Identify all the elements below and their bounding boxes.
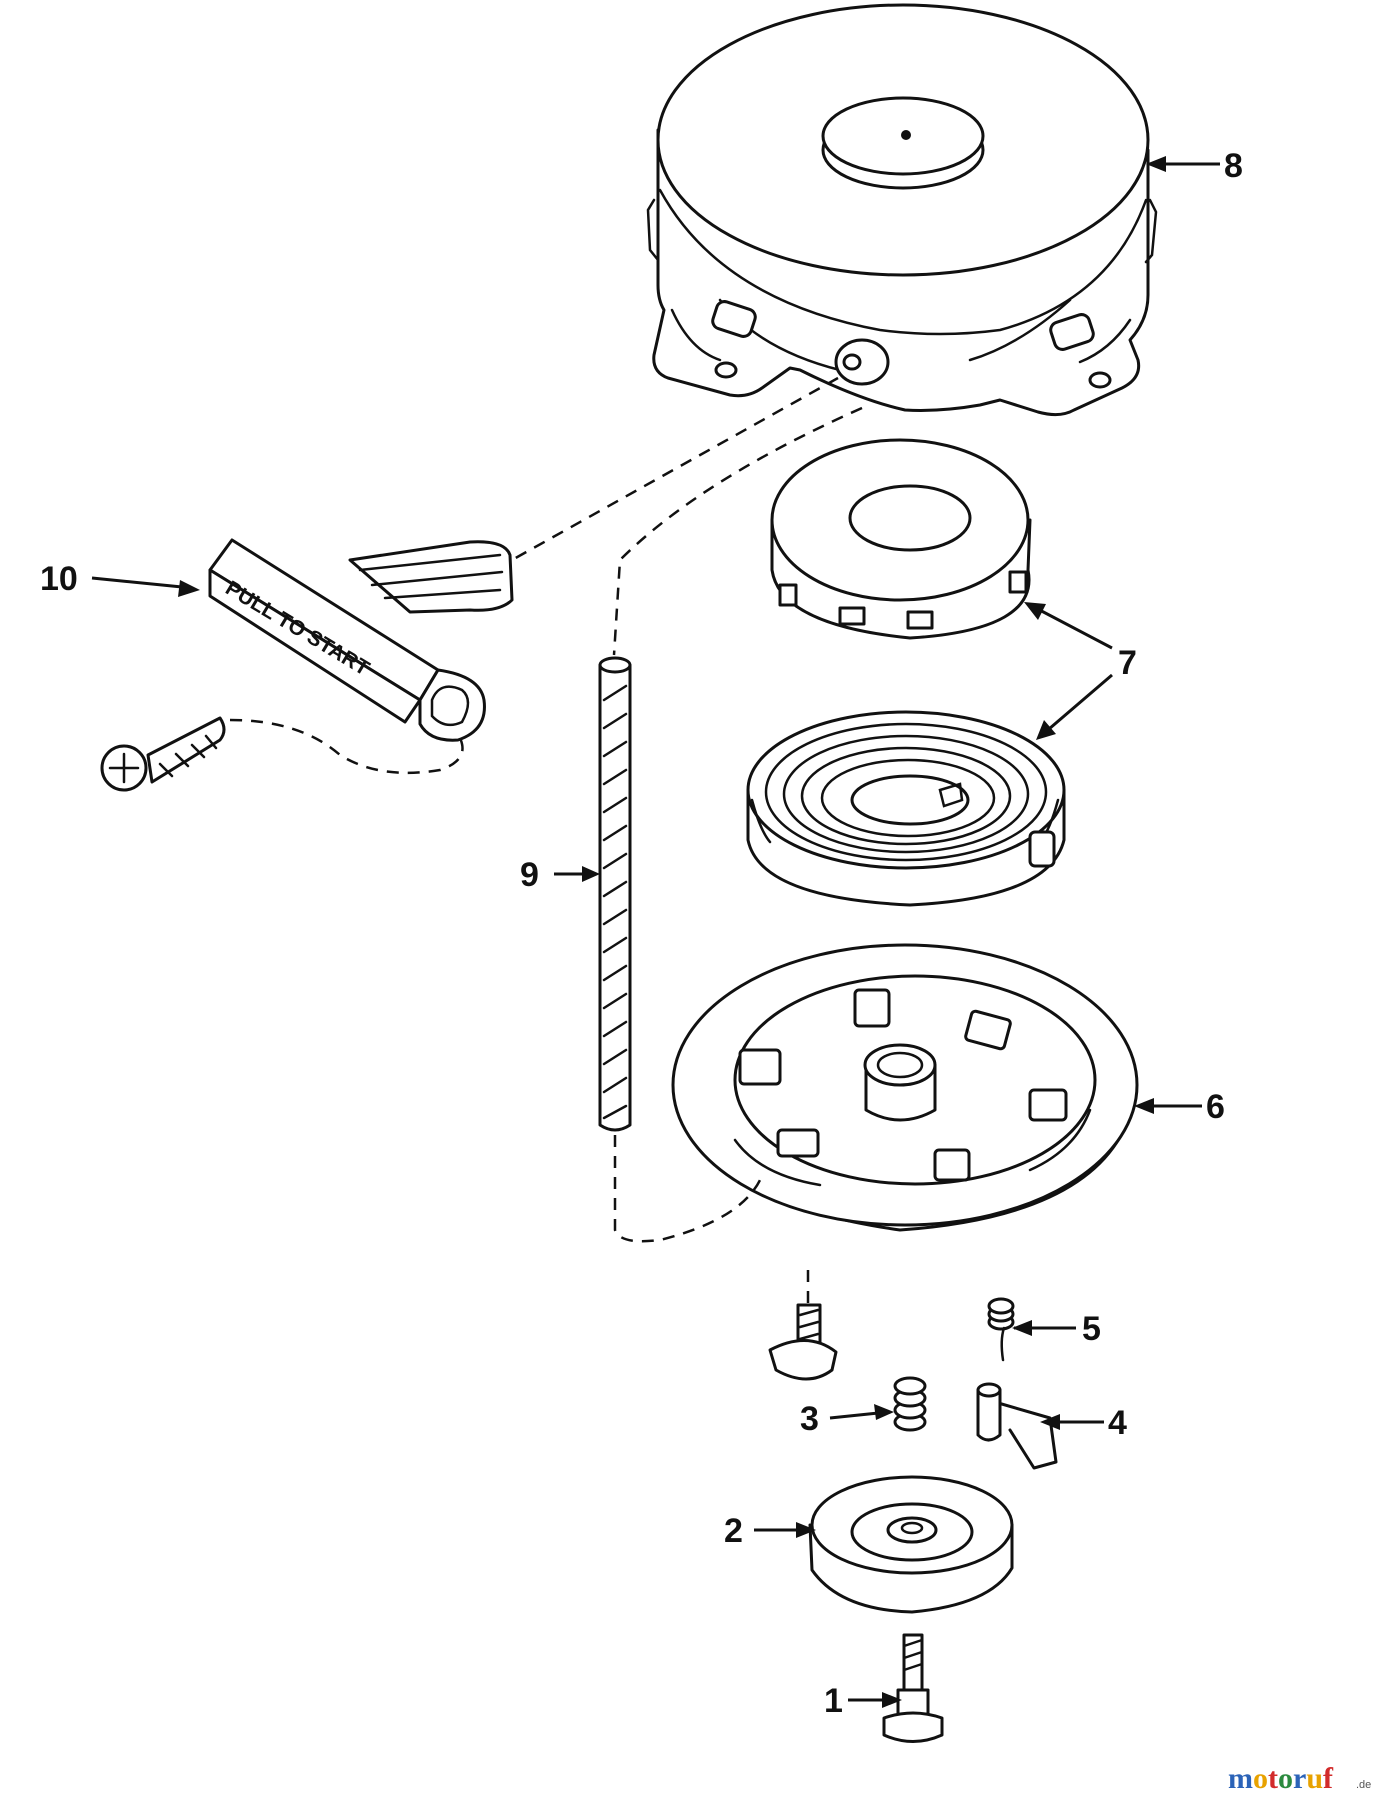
svg-text:motoruf: motoruf xyxy=(1228,1762,1334,1795)
housing-part-8 xyxy=(646,3,1158,417)
rope-part-9 xyxy=(598,656,632,1132)
pulley-part-6 xyxy=(671,943,1139,1232)
recoil-spring-part-7 xyxy=(770,438,1032,640)
assembly-line-rope-to-pulley xyxy=(613,1135,762,1243)
watermark-logo: motoruf .de xyxy=(1228,1762,1371,1795)
callout-4: 4 xyxy=(1040,1404,1127,1442)
callout-10: 10 xyxy=(40,560,200,598)
callout-3: 3 xyxy=(800,1400,894,1438)
callout-8: 8 xyxy=(1146,147,1243,185)
spring-coil-part-7 xyxy=(746,710,1066,907)
svg-text:.de: .de xyxy=(1356,1779,1371,1791)
svg-text:3: 3 xyxy=(800,1400,819,1438)
assembly-line-housing-to-rope xyxy=(612,406,863,656)
svg-text:10: 10 xyxy=(40,560,78,598)
spring-part-3 xyxy=(893,1376,927,1432)
svg-text:6: 6 xyxy=(1206,1088,1225,1126)
callout-2: 2 xyxy=(724,1512,816,1550)
callout-9: 9 xyxy=(520,856,600,894)
callout-1: 1 xyxy=(824,1682,902,1720)
svg-text:4: 4 xyxy=(1108,1404,1127,1442)
cup-part-2 xyxy=(808,1475,1014,1614)
assembly-line-handle-to-screw xyxy=(229,718,464,775)
svg-text:9: 9 xyxy=(520,856,539,894)
svg-text:1: 1 xyxy=(824,1682,843,1720)
svg-text:5: 5 xyxy=(1082,1310,1101,1348)
svg-text:8: 8 xyxy=(1224,147,1243,185)
pawl-part-4 xyxy=(976,1382,1058,1470)
callout-7: 7 xyxy=(1024,602,1137,740)
screw-part-1 xyxy=(882,1633,944,1743)
pulley-screw xyxy=(768,1303,838,1381)
handle-part-10: PULL TO START xyxy=(208,538,514,742)
spring-part-5 xyxy=(987,1297,1015,1362)
svg-text:7: 7 xyxy=(1118,644,1137,682)
callout-6: 6 xyxy=(1134,1088,1225,1126)
svg-text:2: 2 xyxy=(724,1512,743,1550)
callout-5: 5 xyxy=(1012,1310,1101,1348)
handle-screw xyxy=(100,716,226,792)
